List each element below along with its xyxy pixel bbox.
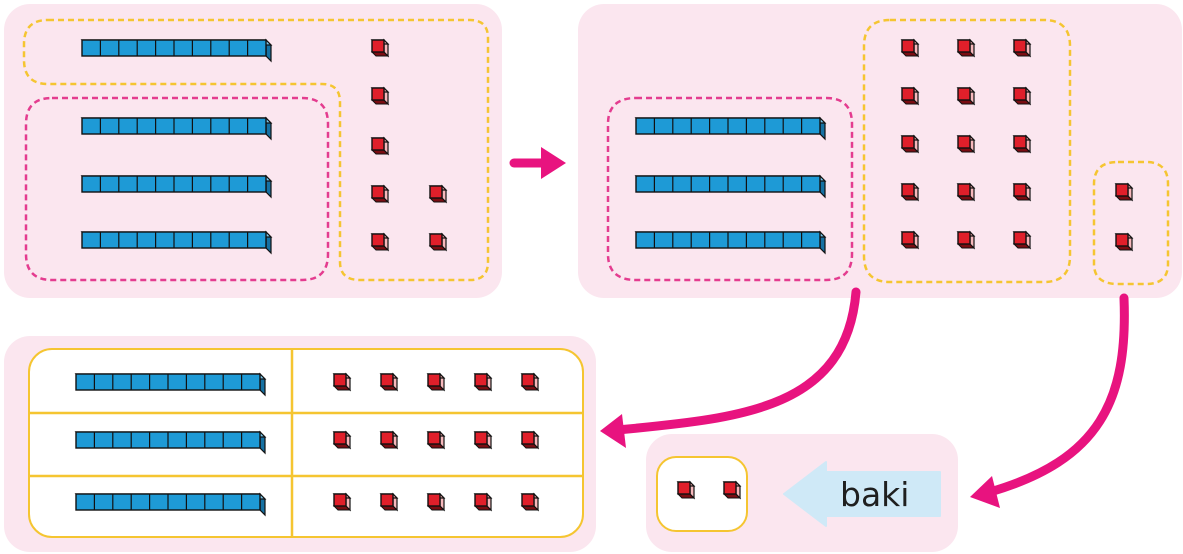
unit-cube-icon [473, 372, 493, 392]
unit-cube-icon [332, 492, 352, 512]
unit-cube-icon [426, 492, 446, 512]
ten-rod-icon [634, 116, 827, 141]
ten-rod-icon [74, 430, 267, 455]
unit-cube-icon [676, 480, 696, 500]
unit-cube-icon [1012, 182, 1032, 202]
unit-cube-icon [1012, 86, 1032, 106]
ten-rod-icon [80, 38, 273, 63]
fifteen-ones-group-outline [862, 18, 1072, 284]
unit-cube-icon [428, 232, 448, 252]
ten-rod-icon [80, 116, 273, 141]
unit-cube-icon [379, 492, 399, 512]
unit-cube-icon [370, 232, 390, 252]
unit-cube-icon [520, 430, 540, 450]
unit-cube-icon [332, 430, 352, 450]
unit-cube-icon [956, 38, 976, 58]
unit-cube-icon [900, 38, 920, 58]
unit-cube-icon [1114, 232, 1134, 252]
unit-cube-icon [379, 430, 399, 450]
unit-cube-icon [332, 372, 352, 392]
unit-cube-icon [520, 492, 540, 512]
unit-cube-icon [473, 492, 493, 512]
panel-regrouped-quantity [578, 4, 1182, 298]
unit-cube-icon [900, 134, 920, 154]
remainder-label: baki [840, 475, 910, 514]
unit-cube-icon [1012, 230, 1032, 250]
unit-cube-icon [370, 38, 390, 58]
baki-arrow-icon [783, 461, 941, 527]
ten-rod-icon [634, 174, 827, 199]
three-tens-group-outline [24, 96, 330, 282]
ten-rod-icon [80, 174, 273, 199]
unit-cube-icon [370, 136, 390, 156]
arrow-right-icon [509, 147, 566, 179]
two-ones-group-outline [1092, 160, 1170, 286]
unit-cube-icon [379, 372, 399, 392]
three-tens-group-outline-step2 [606, 96, 854, 282]
unit-cube-icon [426, 372, 446, 392]
ten-rod-icon [634, 230, 827, 255]
ten-rod-icon [80, 230, 273, 255]
unit-cube-icon [370, 184, 390, 204]
unit-cube-icon [956, 182, 976, 202]
ten-rod-icon [74, 372, 267, 397]
unit-cube-icon [900, 182, 920, 202]
unit-cube-icon [956, 230, 976, 250]
unit-cube-icon [956, 86, 976, 106]
unit-cube-icon [370, 86, 390, 106]
unit-cube-icon [426, 430, 446, 450]
ten-rod-group-outline [22, 18, 490, 282]
unit-cube-icon [520, 372, 540, 392]
unit-cube-icon [900, 86, 920, 106]
arrow-to-remainder-icon [970, 293, 1129, 508]
unit-cube-icon [1114, 182, 1134, 202]
ten-rod-icon [74, 492, 267, 517]
unit-cube-icon [428, 184, 448, 204]
unit-cube-icon [900, 230, 920, 250]
unit-cube-icon [1012, 38, 1032, 58]
unit-cube-icon [1012, 134, 1032, 154]
unit-cube-icon [473, 430, 493, 450]
unit-cube-icon [722, 480, 742, 500]
arrow-to-table-icon [600, 287, 861, 448]
unit-cube-icon [956, 134, 976, 154]
